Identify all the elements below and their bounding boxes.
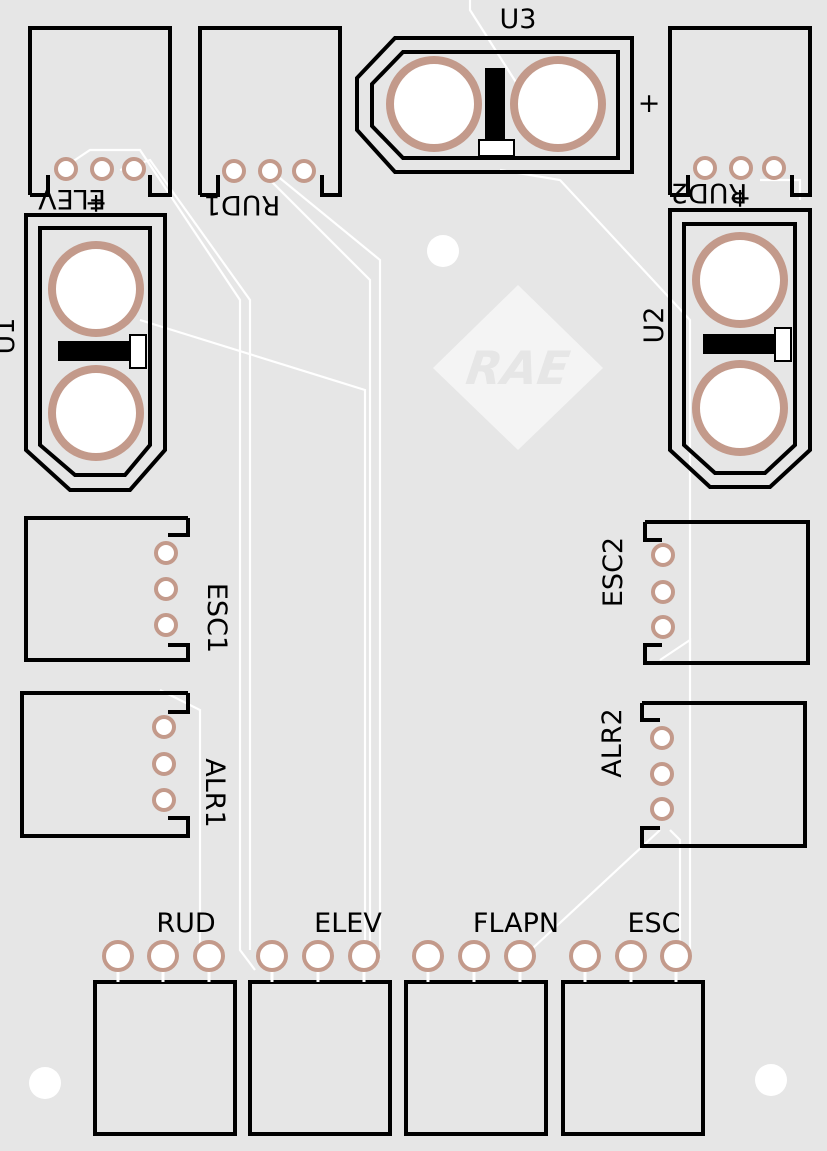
label-rud: RUD <box>156 908 215 939</box>
label-esc2: ESC2 <box>598 537 629 607</box>
label-esc1: ESC1 <box>201 583 232 653</box>
label-flapn: FLAPN <box>473 908 559 939</box>
rae-logo: RAE <box>433 285 603 450</box>
regulator-u3 <box>355 36 634 174</box>
label-plus-u3: + <box>638 88 661 119</box>
mounting-hole-bottom-left <box>29 1067 61 1099</box>
label-rud1: RUD1 <box>204 189 281 220</box>
label-elev: ELEV <box>314 908 382 939</box>
connector-alr1 <box>20 691 190 838</box>
regulator-u2 <box>668 208 812 489</box>
connector-elev <box>248 940 392 1136</box>
label-plus-rud2: + <box>729 183 752 214</box>
connector-esc1 <box>24 516 190 662</box>
connector-esc2 <box>643 520 810 665</box>
connector-rud1 <box>198 26 342 197</box>
mounting-hole-bottom-right <box>755 1064 787 1096</box>
copper-traces <box>59 0 802 971</box>
label-rud2: RUD2 <box>671 177 748 208</box>
connector-rud <box>93 940 237 1136</box>
label-alr2: ALR2 <box>597 708 628 777</box>
label-plus-elev: + <box>85 188 108 219</box>
connector-flapn <box>404 940 548 1136</box>
mounting-hole-top <box>427 235 459 267</box>
rae-logo-text: RAE <box>463 341 573 395</box>
label-u3: U3 <box>500 4 537 35</box>
connector-esc <box>561 940 705 1136</box>
label-elev-mirrored: ELEV <box>38 183 106 214</box>
label-u1: U1 <box>0 318 21 355</box>
connector-alr2 <box>640 701 807 848</box>
label-esc: ESC <box>627 908 680 939</box>
connector-elev-top <box>28 26 172 197</box>
regulator-u1 <box>24 213 167 492</box>
label-alr1: ALR1 <box>199 758 230 827</box>
label-u2: U2 <box>639 307 670 344</box>
connector-rud2 <box>668 26 812 197</box>
